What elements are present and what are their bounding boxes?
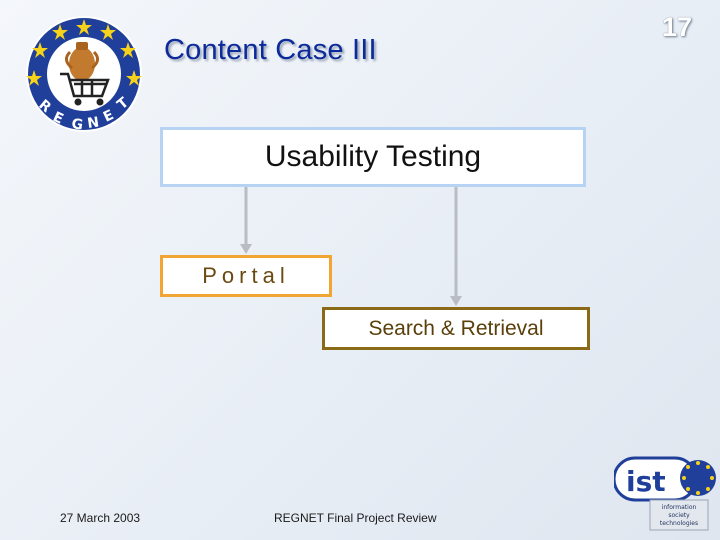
svg-text:technologies: technologies (660, 520, 698, 527)
search-retrieval-label: Search & Retrieval (368, 316, 544, 340)
amphora-icon (65, 42, 99, 81)
footer-review: REGNET Final Project Review (274, 511, 437, 525)
usability-testing-label: Usability Testing (264, 140, 482, 173)
eu-stars-icon (26, 19, 142, 86)
usability-testing-box: Usability Testing (160, 127, 586, 187)
portal-label: Portal (202, 263, 290, 288)
svg-text:ist: ist (626, 465, 666, 498)
svg-text:society: society (668, 512, 690, 519)
arrow-head-portal (240, 244, 252, 254)
arrow-head-search (450, 296, 462, 306)
portal-box: Portal (160, 255, 332, 297)
ist-logo: ist information society technologies (614, 456, 716, 531)
footer-date: 27 March 2003 (60, 511, 141, 525)
svg-text:N: N (86, 114, 100, 131)
search-retrieval-box: Search & Retrieval (322, 307, 590, 350)
slide-title: Content Case III (164, 34, 377, 66)
svg-text:information: information (662, 504, 697, 511)
shopping-cart-icon (60, 72, 110, 98)
regnet-logo: R E G N E T (26, 16, 142, 134)
svg-text:G: G (70, 116, 84, 133)
page-number: 17 (661, 12, 692, 42)
